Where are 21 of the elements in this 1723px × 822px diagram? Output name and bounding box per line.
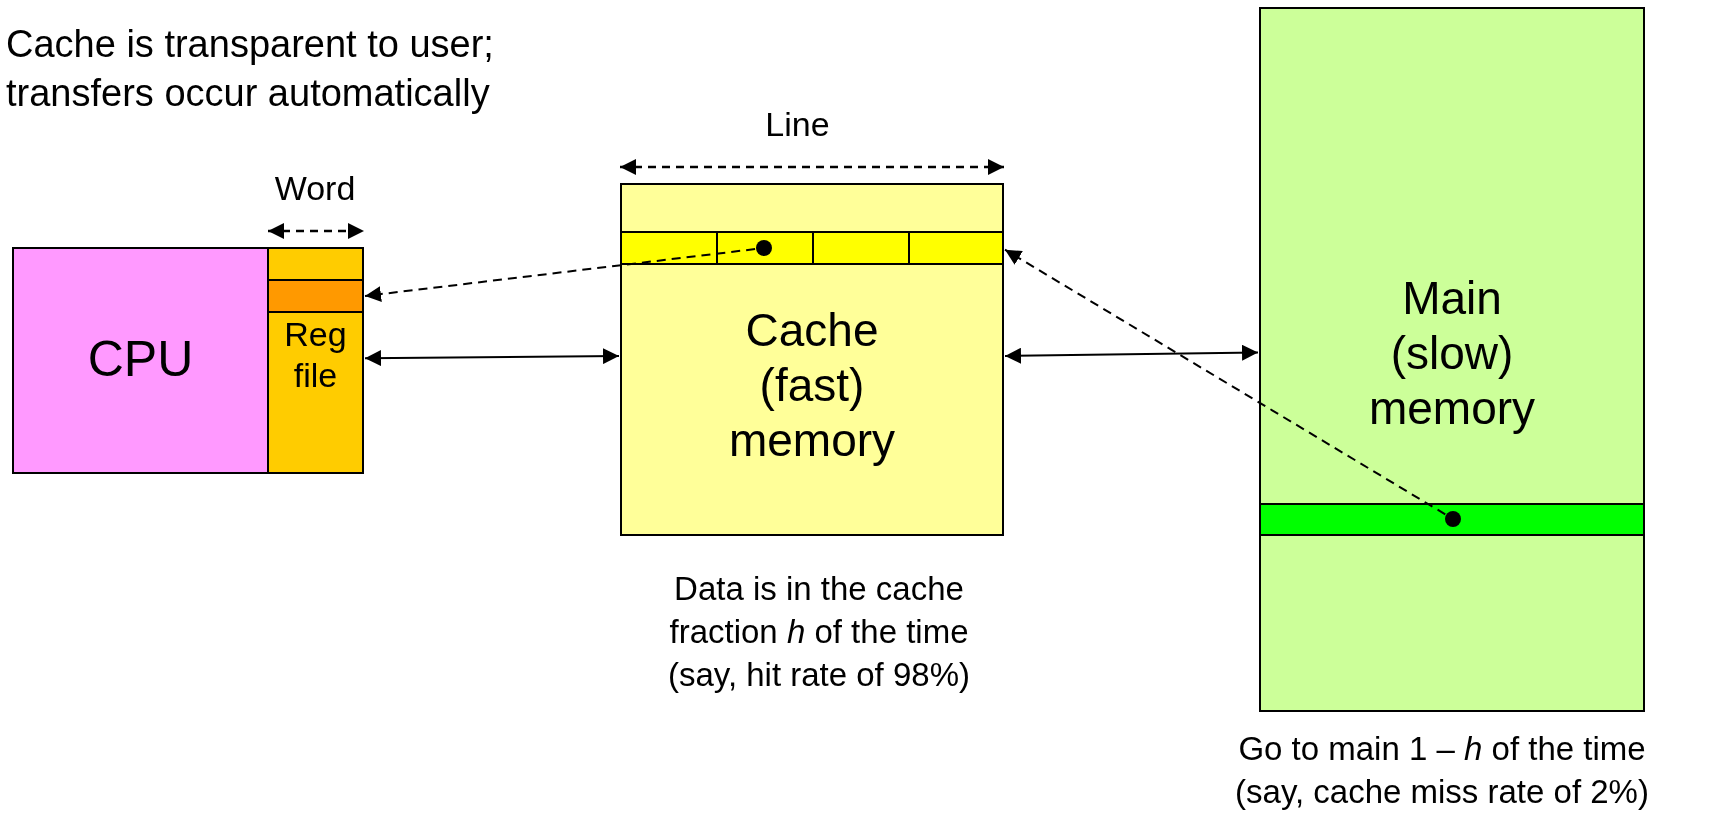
note-text: Cache is transparent to user; transfers occur automatically: [6, 22, 495, 117]
node-label: Reg file: [283, 314, 348, 396]
arrow: [364, 248, 757, 303]
dot: [756, 240, 772, 256]
miss-rate-note: Go to main 1 – h of the time (say, cache miss rate of 2%): [1234, 729, 1650, 812]
cache-memory-box: [620, 183, 1004, 536]
cache-line-bar: [620, 231, 1004, 265]
cpu-box: [12, 247, 269, 474]
node-label: CPU: [86, 330, 195, 389]
dimension-label: Word: [273, 168, 357, 209]
dimension-label: Line: [764, 104, 831, 145]
register-row: [267, 279, 364, 313]
register-file-box: [267, 247, 364, 474]
main-memory-box: [1259, 7, 1645, 712]
node-label: Cache (fast) memory: [727, 303, 897, 469]
arrow: [364, 348, 620, 367]
arrow: [1004, 344, 1259, 364]
dot: [1445, 511, 1461, 527]
hit-rate-note: Data is in the cache fraction h of the time (say, hit rate of 98%): [667, 569, 971, 695]
memory-line-bar: [1259, 503, 1645, 536]
node-label: Main (slow) memory: [1367, 271, 1537, 437]
